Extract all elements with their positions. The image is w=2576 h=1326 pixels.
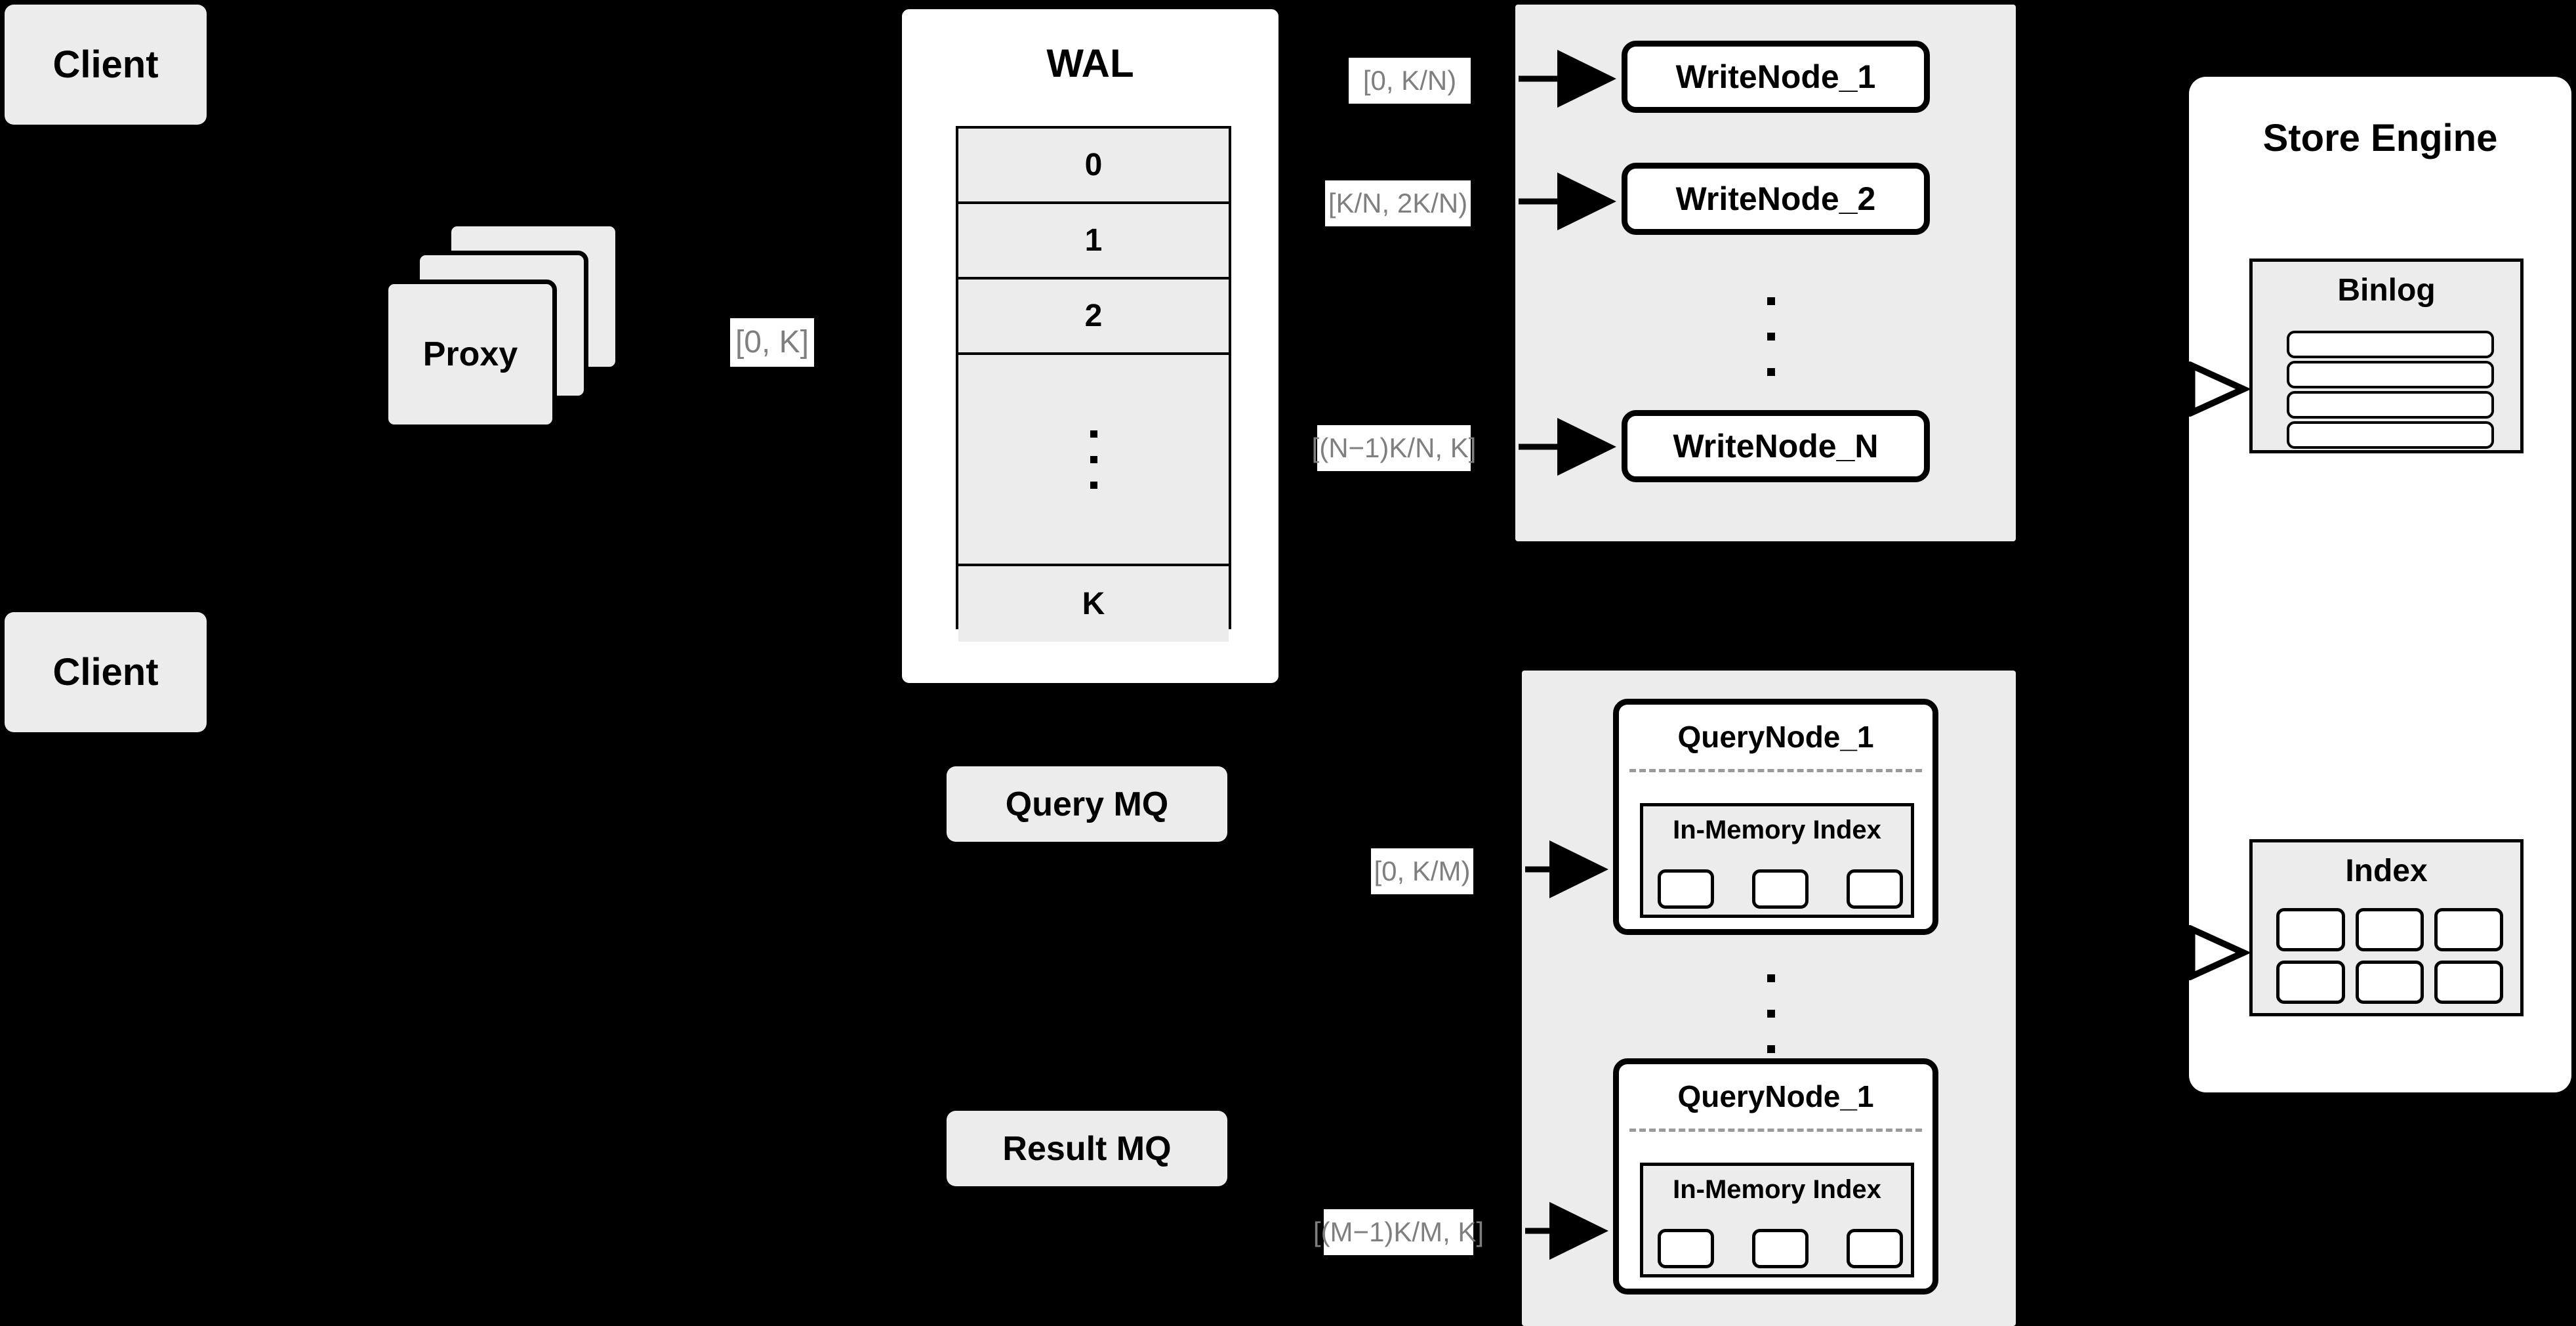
ellipsis-dot (1090, 455, 1097, 463)
index-cell[interactable] (1847, 1229, 1903, 1268)
binlog-segment[interactable] (2287, 421, 2494, 449)
range-label-write-node-1: [0, K/N) (1349, 58, 1471, 104)
index-cell[interactable] (1847, 869, 1903, 909)
index-cell[interactable] (1752, 1229, 1809, 1268)
query-node-2-memory-index: In-Memory Index (1640, 1163, 1914, 1277)
index-cell[interactable] (2434, 908, 2503, 951)
query-mq-label: Query MQ (1005, 785, 1169, 823)
proxy-front-card[interactable]: Proxy (384, 280, 557, 429)
range-label-proxy-output-text: [0, K] (735, 325, 809, 360)
binlog-segment[interactable] (2287, 361, 2494, 388)
result-mq-label: Result MQ (1002, 1129, 1172, 1168)
client-label-1: Client (52, 43, 159, 86)
index-cell[interactable] (2276, 961, 2345, 1004)
index-cell[interactable] (1658, 1229, 1714, 1268)
query-node-2-title: QueryNode_1 (1619, 1079, 1932, 1114)
index-title-text: Index (2345, 854, 2428, 888)
wal-row-1[interactable]: 1 (958, 204, 1229, 280)
range-label-write-node-2: [K/N, 2K/N) (1325, 180, 1471, 226)
ellipsis-dot (1767, 333, 1775, 341)
ellipsis-dot (1767, 368, 1775, 376)
binlog-box: Binlog (2249, 259, 2524, 453)
ellipsis-dot (1767, 974, 1775, 982)
query-node-1-title-text: QueryNode_1 (1677, 720, 1874, 754)
range-label-proxy-output: [0, K] (730, 318, 814, 367)
query-node-1[interactable]: QueryNode_1 In-Memory Index (1613, 699, 1938, 935)
write-cluster-ellipsis (1745, 274, 1797, 399)
query-node-2[interactable]: QueryNode_1 In-Memory Index (1613, 1058, 1938, 1295)
store-engine-panel: Store Engine Binlog Index (2189, 77, 2571, 1092)
wal-row-k-label: K (1082, 587, 1105, 621)
binlog-segments (2287, 331, 2494, 449)
query-node-2-memory-index-title: In-Memory Index (1643, 1175, 1911, 1205)
wal-panel: WAL 0 1 2 K (897, 5, 1283, 688)
write-node-n[interactable]: WriteNode_N (1622, 410, 1930, 482)
range-label-query-node-2: [(M−1)K/M, K] (1313, 1209, 1484, 1255)
wal-row-1-label: 1 (1084, 223, 1103, 258)
wal-row-0[interactable]: 0 (958, 129, 1229, 204)
query-node-1-separator (1629, 769, 1922, 772)
range-label-query-node-1-text: [0, K/M) (1374, 856, 1471, 886)
write-node-1[interactable]: WriteNode_1 (1622, 41, 1930, 113)
query-node-1-memory-index-title: In-Memory Index (1643, 816, 1911, 845)
store-engine-title: Store Engine (2189, 116, 2571, 160)
index-title: Index (2253, 853, 2520, 889)
wal-row-ellipsis (958, 355, 1229, 566)
index-cell[interactable] (2434, 961, 2503, 1004)
index-cell[interactable] (1752, 869, 1809, 909)
index-box: Index (2249, 839, 2524, 1016)
wal-title-text: WAL (1046, 41, 1134, 85)
index-grid (2276, 908, 2503, 1004)
ellipsis-dot (1090, 430, 1097, 438)
proxy-stack[interactable]: Proxy (384, 217, 672, 440)
write-node-2-label: WriteNode_2 (1675, 180, 1876, 217)
range-label-write-node-2-text: [K/N, 2K/N) (1328, 188, 1468, 218)
wal-title: WAL (902, 41, 1278, 86)
query-node-2-title-text: QueryNode_1 (1677, 1079, 1874, 1113)
query-cluster-ellipsis (1745, 951, 1797, 1076)
client-label-2: Client (52, 651, 159, 694)
query-node-1-memory-index-title-text: In-Memory Index (1673, 816, 1881, 844)
query-node-1-title: QueryNode_1 (1619, 719, 1932, 755)
result-mq-box[interactable]: Result MQ (947, 1111, 1227, 1186)
binlog-segment[interactable] (2287, 331, 2494, 358)
query-node-2-separator (1629, 1129, 1922, 1132)
binlog-title-text: Binlog (2337, 273, 2436, 308)
write-node-n-label: WriteNode_N (1673, 428, 1879, 465)
index-cell[interactable] (2355, 961, 2424, 1004)
query-node-2-memory-index-title-text: In-Memory Index (1673, 1175, 1881, 1204)
query-node-1-index-cells (1658, 869, 1903, 909)
ellipsis-dot (1767, 1045, 1775, 1053)
binlog-title: Binlog (2253, 272, 2520, 308)
ellipsis-dot (1090, 481, 1097, 489)
range-label-write-node-n-text: [(N−1)K/N, K] (1311, 432, 1477, 463)
wal-row-0-label: 0 (1084, 148, 1103, 182)
range-label-write-node-n: [(N−1)K/N, K] (1312, 425, 1476, 471)
ellipsis-dot (1767, 297, 1775, 305)
wal-row-2-label: 2 (1084, 299, 1103, 333)
ellipsis-dot (1767, 1010, 1775, 1018)
proxy-label: Proxy (422, 335, 518, 373)
wal-row-k[interactable]: K (958, 566, 1229, 642)
client-box-1[interactable]: Client (5, 5, 207, 125)
range-label-write-node-1-text: [0, K/N) (1362, 65, 1457, 96)
query-node-1-memory-index: In-Memory Index (1640, 803, 1914, 918)
query-mq-box[interactable]: Query MQ (947, 766, 1227, 842)
write-node-1-label: WriteNode_1 (1675, 58, 1876, 95)
binlog-segment[interactable] (2287, 391, 2494, 419)
range-label-query-node-2-text: [(M−1)K/M, K] (1313, 1216, 1484, 1247)
store-engine-title-text: Store Engine (2262, 117, 2498, 159)
index-cell[interactable] (2355, 908, 2424, 951)
index-cell[interactable] (1658, 869, 1714, 909)
query-node-2-index-cells (1658, 1229, 1903, 1268)
client-box-2[interactable]: Client (5, 612, 207, 732)
wal-table: 0 1 2 K (956, 126, 1231, 642)
wal-row-2[interactable]: 2 (958, 280, 1229, 355)
index-cell[interactable] (2276, 908, 2345, 951)
range-label-query-node-1: [0, K/M) (1371, 848, 1473, 894)
write-node-2[interactable]: WriteNode_2 (1622, 163, 1930, 235)
